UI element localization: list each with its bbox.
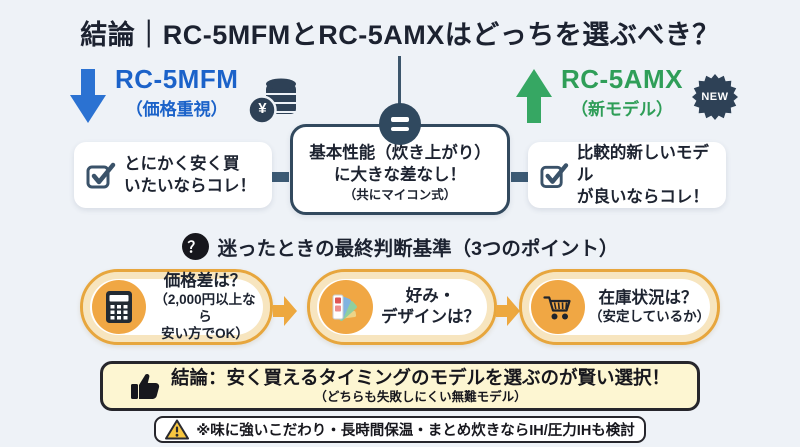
conclusion-main: 結論：安く買えるタイミングのモデルを選ぶのが賢い選択！ [171,367,670,389]
model-right-tag: （新モデル） [570,100,673,120]
equals-bar [391,117,409,122]
yen-coins-icon: ¥ [247,72,301,126]
model-left-name: RC-5MFM [115,64,239,94]
equals-icon [379,103,421,145]
model-right-text: RC-5AMX （新モデル） [561,64,683,120]
warning-icon [165,419,190,440]
criteria-item-sub: （2,000円以上なら 安い方でOK） [154,292,256,341]
criteria-item-sub: （安定しているか） [589,308,711,324]
comparison-line1: 基本性能（炊き上がり） [309,144,491,163]
new-badge: NEW [691,74,738,120]
right-recommendation-box: 比較的新しいモデル が良いならコレ！ [528,142,726,208]
model-left-header: RC-5MFM （価格重視） ¥ [70,64,301,126]
criteria-item-stock-text: 在庫状況は？ （安定しているか） [585,288,717,326]
criteria-item-title: 好み・ デザインは？ [381,287,480,326]
criteria-item-title: 価格差は？ [163,272,247,291]
thumbs-up-icon [131,374,160,399]
model-left-tag: （価格重視） [125,100,228,120]
model-right-header: RC-5AMX （新モデル） NEW [516,64,738,123]
flow-arrow-icon [273,296,297,326]
question-mark: ？ [187,239,203,256]
left-recommendation-text: とにかく安く買 いたいならコレ！ [124,154,256,195]
flow-arrow-icon [496,296,520,326]
criteria-item-title: 在庫状況は？ [598,289,698,308]
criteria-heading-text: 迷ったときの最終判断基準（3つのポイント） [217,238,619,260]
new-badge-label: NEW [701,91,729,103]
criteria-item-stock: 在庫状況は？ （安定しているか） [519,269,720,345]
starburst-icon [691,74,738,120]
comparison-line2: に大きな差なし！ [334,165,466,184]
right-recommendation-text: 比較的新しいモデル が良いならコレ！ [576,143,709,207]
down-arrow-icon [70,69,106,123]
conclusion-banner: 結論：安く買えるタイミングのモデルを選ぶのが賢い選択！ （どちらも失敗しにくい無… [100,361,700,411]
question-icon: ？ [181,233,209,260]
cart-icon [531,280,585,334]
yen-symbol: ¥ [258,100,267,117]
criteria-item-design: 好み・ デザインは？ [307,269,497,345]
conclusion-text: 結論：安く買えるタイミングのモデルを選ぶのが賢い選択！ （どちらも失敗しにくい無… [171,367,670,404]
checkbox-icon [86,162,116,189]
page-title: 結論｜RC-5MFMとRC-5AMXはどっちを選ぶべき？ [80,20,720,50]
criteria-item-price-text: 価格差は？ （2,000円以上なら 安い方でOK） [146,271,270,342]
criteria-heading: ？ 迷ったときの最終判断基準（3つのポイント） [0,232,800,261]
note-bar: ※味に強いこだわり・長時間保温・まとめ炊きならIH/圧力IHも検討 [154,416,646,443]
equals-bar [391,126,409,131]
model-left-text: RC-5MFM （価格重視） [115,64,239,120]
criteria-item-price: 価格差は？ （2,000円以上なら 安い方でOK） [80,269,273,345]
conclusion-sub: （どちらも失敗しにくい無難モデル） [314,389,527,404]
model-right-name: RC-5AMX [561,64,683,94]
palette-icon [319,280,373,334]
left-recommendation-box: とにかく安く買 いたいならコレ！ [74,142,272,208]
up-arrow-icon [516,69,552,123]
connector-line [398,56,401,108]
comparison-line3: （共にマイコン式） [343,188,457,203]
criteria-item-design-text: 好み・ デザインは？ [373,286,494,327]
checkbox-icon [540,163,569,189]
calculator-icon [92,280,146,334]
note-text: ※味に強いこだわり・長時間保温・まとめ炊きならIH/圧力IHも検討 [196,423,635,439]
coin-stack-icon [247,78,297,125]
